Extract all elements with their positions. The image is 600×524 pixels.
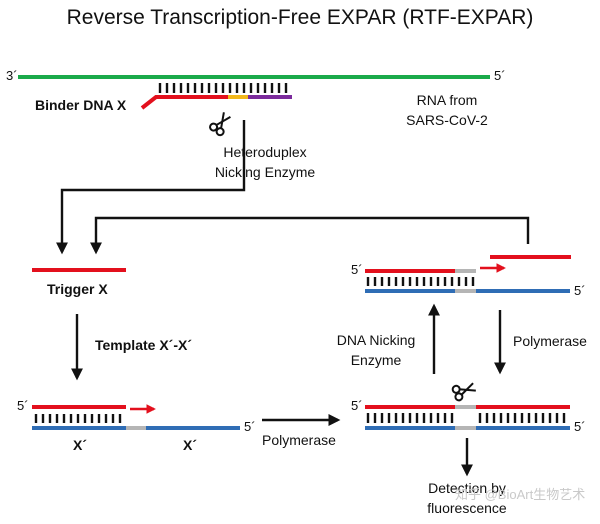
dsdna-complex xyxy=(365,405,570,430)
template-complex xyxy=(32,404,240,430)
template-5prime-right: 5´ xyxy=(244,419,256,434)
binder-dna-hybrid xyxy=(140,83,292,110)
template-label: Template X´-X´ xyxy=(95,337,192,353)
polymerase-bottom-label: Polymerase xyxy=(262,432,336,448)
scissors-icon xyxy=(209,112,231,137)
binder-rungs xyxy=(158,83,288,93)
rna-source-line2: SARS-CoV-2 xyxy=(406,112,488,128)
nicked-complex xyxy=(365,255,571,293)
detection-label: Detection by fluorescence xyxy=(405,478,529,518)
x-prime-right-label: X´ xyxy=(183,437,197,453)
x-prime-left-label: X´ xyxy=(73,437,87,453)
arrow-feedback-to-trigger xyxy=(90,216,530,255)
detection-line2: fluorescence xyxy=(427,500,507,516)
rna-source-label: RNA from SARS-CoV-2 xyxy=(392,90,502,130)
template-rungs xyxy=(34,414,122,423)
rna-source-line1: RNA from xyxy=(416,92,478,108)
polymerase-right-label: Polymerase xyxy=(513,333,587,349)
rna-3prime-label: 3´ xyxy=(6,68,18,83)
template-5prime-left: 5´ xyxy=(17,398,29,413)
rna-5prime-label: 5´ xyxy=(494,68,506,83)
scissors-icon xyxy=(451,382,476,402)
heteroduplex-enzyme-label: Heteroduplex Nicking Enzyme xyxy=(205,142,325,182)
nicked-rungs xyxy=(366,277,475,286)
dna-nicking-line1: DNA Nicking xyxy=(336,332,416,348)
dsdna-rungs xyxy=(366,413,566,423)
dsdna-5prime-left: 5´ xyxy=(351,398,363,413)
diagram-title: Reverse Transcription-Free EXPAR (RTF-EX… xyxy=(66,6,534,29)
nicked-5prime-left: 5´ xyxy=(351,262,363,277)
arrow-binder-to-trigger xyxy=(56,120,246,255)
nicked-5prime-right: 5´ xyxy=(574,283,586,298)
dsdna-5prime-right: 5´ xyxy=(574,419,586,434)
binder-dna-label: Binder DNA X xyxy=(35,97,127,113)
heteroduplex-line2: Nicking Enzyme xyxy=(214,164,316,180)
watermark-text: 知乎 @BioArt生物艺术 xyxy=(455,487,586,502)
trigger-label: Trigger X xyxy=(47,281,108,297)
dna-nicking-line2: Enzyme xyxy=(350,352,402,368)
detection-line1: Detection by xyxy=(428,480,506,496)
heteroduplex-line1: Heteroduplex xyxy=(223,144,307,160)
binder-red-segment xyxy=(140,95,228,110)
dna-nicking-enzyme-label: DNA Nicking Enzyme xyxy=(326,330,426,370)
